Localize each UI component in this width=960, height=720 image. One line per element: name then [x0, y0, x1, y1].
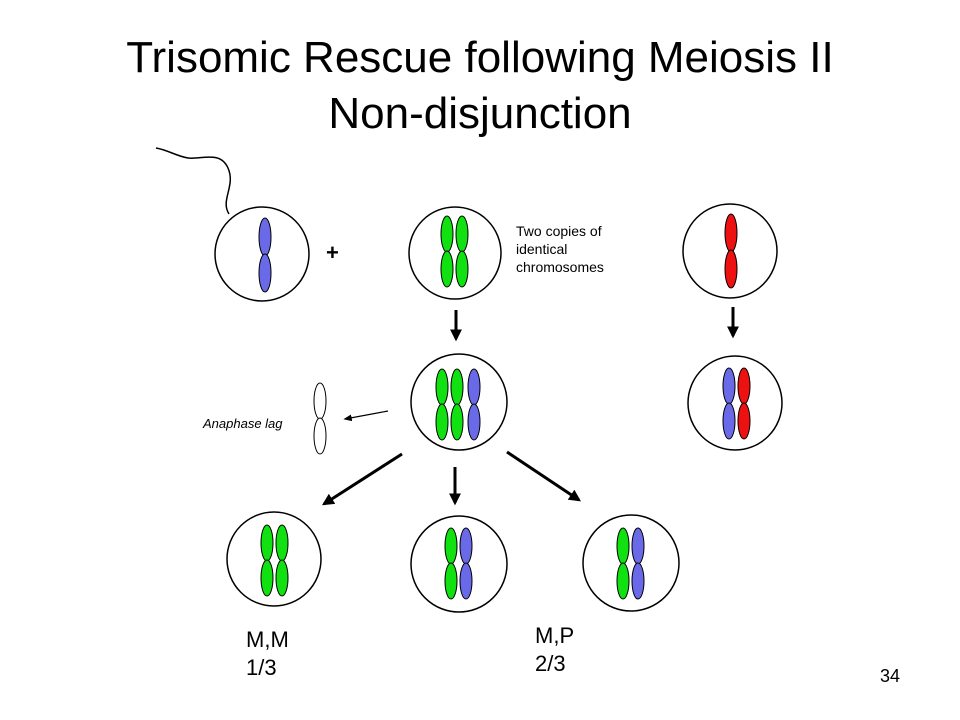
rescued-cell-mp-1: [410, 515, 508, 613]
sperm-tail: [155, 147, 232, 215]
rescued-cell-mm: [226, 511, 322, 607]
chromosome-paternal: [722, 367, 736, 405]
chromosome-maternal: [440, 215, 454, 253]
chromosome-paternal: [467, 368, 481, 406]
chromosome-maternal: [444, 527, 458, 565]
chromosome-maternal: [435, 368, 449, 406]
outcome-genotype: M,M: [246, 627, 289, 652]
annotation-line-2: identical: [516, 241, 568, 257]
chromosome-red: [737, 402, 751, 440]
outcome-probability: 1/3: [246, 655, 277, 680]
chromosome-maternal: [444, 562, 458, 600]
chromosome-paternal: [631, 562, 645, 600]
annotation-line-1: Two copies of: [516, 223, 602, 239]
lagging-chromosome: [313, 382, 327, 455]
chromosome-maternal: [450, 403, 464, 441]
chromosome-paternal: [459, 527, 473, 565]
outcome-label-mp: M,P 2/3: [535, 622, 574, 678]
chromosome-maternal: [455, 250, 469, 288]
cell-red: [682, 203, 778, 299]
arrow-left: [321, 452, 403, 506]
cell-blue-red: [687, 355, 783, 451]
egg-cell-disomic: [408, 206, 502, 300]
chromosome-maternal: [440, 250, 454, 288]
rescued-cell-mp-2: [582, 514, 680, 612]
chromosome-maternal: [450, 368, 464, 406]
anaphase-lag-arrow: [343, 410, 389, 422]
annotation-line-3: chromosomes: [516, 259, 604, 275]
chromosome-paternal: [467, 403, 481, 441]
trisomic-zygote: [410, 353, 508, 451]
chromosome-maternal: [260, 524, 274, 562]
page-number: 34: [880, 666, 901, 686]
chromosome-paternal: [722, 402, 736, 440]
chromosome-red: [724, 213, 738, 253]
anaphase-lag-label: Anaphase lag: [203, 416, 283, 431]
annotation-two-copies: Two copies of identical chromosomes: [516, 222, 604, 276]
outcome-label-mm: M,M 1/3: [246, 626, 289, 682]
outcome-probability: 2/3: [535, 651, 566, 676]
plus-sign: +: [326, 240, 339, 265]
chromosome-paternal: [258, 217, 272, 257]
chromosome-maternal: [616, 562, 630, 600]
chromosome-maternal: [616, 527, 630, 565]
chromosome-maternal: [275, 524, 289, 562]
title-line-1: Trisomic Rescue following Meiosis II: [126, 33, 834, 82]
title-line-2: Non-disjunction: [328, 89, 632, 138]
chromosome-maternal: [435, 403, 449, 441]
outcome-genotype: M,P: [535, 623, 575, 648]
chromosome-maternal: [260, 559, 274, 597]
chromosome-paternal: [258, 253, 272, 293]
chromosome-maternal: [455, 215, 469, 253]
chromosome-red: [737, 367, 751, 405]
slide-title: Trisomic Rescue following Meiosis II Non…: [0, 30, 960, 142]
arrow-right: [506, 450, 581, 502]
chromosome-red: [724, 249, 738, 289]
chromosome-paternal: [459, 562, 473, 600]
chromosome-maternal: [275, 559, 289, 597]
chromosome-paternal: [631, 527, 645, 565]
sperm-cell: [214, 206, 310, 302]
